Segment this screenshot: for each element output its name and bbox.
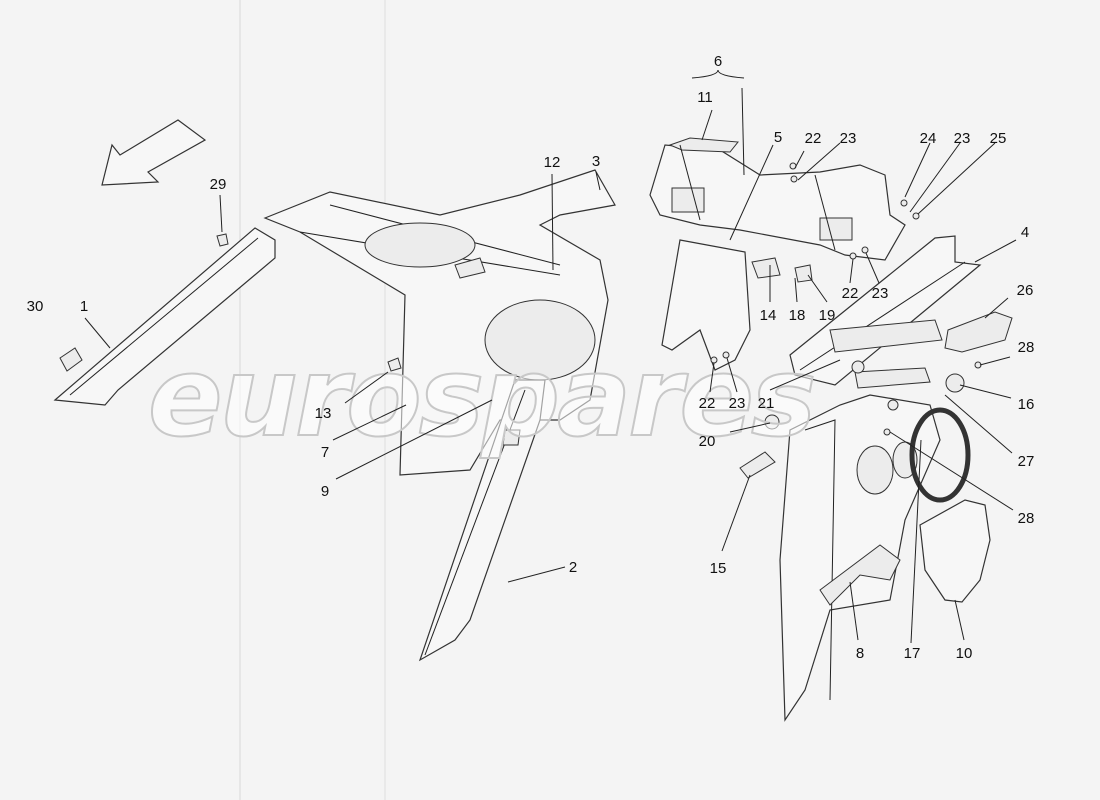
part-11-pad (668, 137, 739, 153)
callout-13: 13 (315, 405, 332, 422)
part-23-clip (861, 246, 869, 254)
part-roof-opening (364, 222, 476, 268)
watermark: eurospares (148, 333, 814, 461)
callout-28b: 28 (1018, 510, 1035, 527)
callout-28a: 28 (1018, 339, 1035, 356)
part-20-grommet (764, 414, 780, 430)
part-30-clip (59, 347, 83, 372)
callout-27: 27 (1018, 453, 1035, 470)
callout-19: 19 (819, 307, 836, 324)
part-19-clip (794, 264, 813, 283)
part-23-clip (722, 351, 730, 359)
callout-23a: 23 (840, 130, 857, 147)
callout-17: 17 (904, 645, 921, 662)
callout-9: 9 (321, 483, 329, 500)
callout-18: 18 (789, 307, 806, 324)
part-26-cover (944, 311, 1013, 353)
part-24-screw (900, 199, 908, 207)
callout-15: 15 (710, 560, 727, 577)
part-21-trim (829, 319, 943, 353)
part-2-pillar (418, 379, 546, 662)
part-15-pad (739, 451, 776, 479)
callout-26: 26 (1017, 282, 1034, 299)
shelf-vent (819, 217, 853, 241)
direction-arrow-icon (101, 119, 207, 186)
callout-7: 7 (321, 444, 329, 461)
callout-25: 25 (990, 130, 1007, 147)
callout-23c: 23 (872, 285, 889, 302)
callout-22a: 22 (805, 130, 822, 147)
shelf-vent (671, 187, 705, 213)
part-25-nut (912, 212, 920, 220)
part-1-trim (53, 227, 276, 406)
leader-lines (84, 69, 1017, 644)
part-8-bracket (819, 544, 901, 606)
callout-4: 4 (1021, 224, 1029, 241)
callout-20: 20 (699, 433, 716, 450)
part-28-screw (883, 428, 891, 436)
callout-22b: 22 (842, 285, 859, 302)
callout-29: 29 (210, 176, 227, 193)
callout-6: 6 (714, 53, 722, 70)
part-27-ring (909, 407, 971, 503)
part-16-grommet (945, 373, 965, 393)
part-13-screw (387, 357, 402, 372)
callout-8: 8 (856, 645, 864, 662)
callout-1: 1 (80, 298, 88, 315)
callout-21: 21 (758, 395, 775, 412)
part-14-bracket (751, 257, 781, 279)
part-22-screw (789, 162, 797, 170)
callout-24: 24 (920, 130, 937, 147)
callout-12: 12 (544, 154, 561, 171)
callout-3: 3 (592, 153, 600, 170)
callout-2: 2 (569, 559, 577, 576)
part-5-panel (661, 239, 751, 371)
callout-23d: 23 (729, 395, 746, 412)
callout-30: 30 (27, 298, 44, 315)
callout-16: 16 (1018, 396, 1035, 413)
part-17-fasteners (854, 367, 931, 389)
callout-22c: 22 (699, 395, 716, 412)
part-10-cover (919, 499, 991, 603)
part-22-screw (849, 252, 857, 260)
callout-11: 11 (697, 89, 713, 106)
part-29-screw (216, 233, 229, 247)
part-23-clip (790, 175, 798, 183)
callout-5: 5 (774, 129, 782, 146)
callout-23b: 23 (954, 130, 971, 147)
callout-10: 10 (956, 645, 973, 662)
callout-14: 14 (760, 307, 777, 324)
